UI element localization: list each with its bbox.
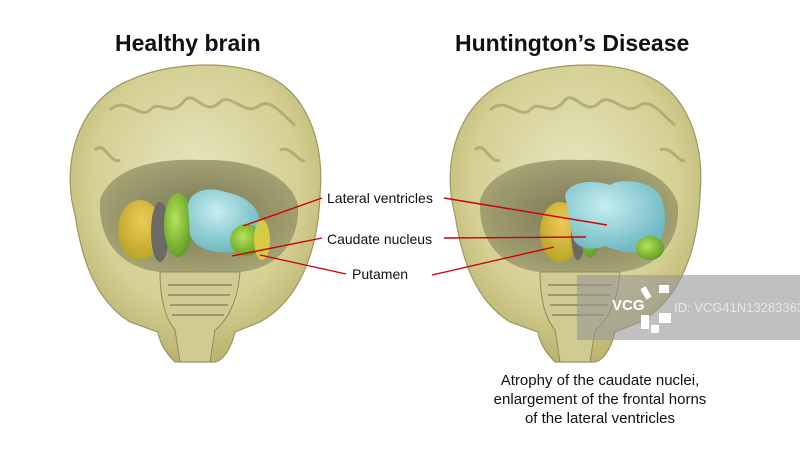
healthy-putamen-right — [254, 220, 270, 260]
huntingtons-caudate-right — [636, 236, 664, 260]
leader-caudate-nucleus-left — [231, 237, 323, 257]
label-lateral-ventricles: Lateral ventricles — [327, 190, 433, 206]
label-putamen: Putamen — [352, 266, 409, 282]
healthy-cerebellum-folds — [168, 284, 232, 316]
huntingtons-brain-sulci — [473, 96, 687, 163]
title-healthy-brain: Healthy brain — [115, 30, 261, 56]
leader-lateral-ventricles-right — [443, 197, 608, 226]
watermark-id: ID: VCG41N1328336343 — [674, 300, 800, 315]
title-huntingtons-disease: Huntington’s Disease — [455, 30, 690, 56]
leader-lines — [231, 197, 608, 276]
leader-putamen-left — [259, 254, 347, 275]
caption: Atrophy of the caudate nuclei, enlargeme… — [455, 371, 745, 428]
watermark: VCG ID: VCG41N1328336343 — [577, 275, 800, 340]
watermark-logo: VCG — [612, 297, 645, 314]
healthy-brain — [69, 64, 322, 363]
leader-lateral-ventricles-left — [242, 197, 323, 227]
caption-line: Atrophy of the caudate nuclei, — [500, 372, 700, 389]
healthy-brain-sulci — [93, 96, 307, 163]
caption-line: enlargement of the frontal horns — [493, 391, 707, 408]
healthy-putamen-left — [118, 200, 162, 260]
caption-line: of the lateral ventricles — [524, 410, 676, 427]
huntingtons-ventricles — [565, 181, 666, 253]
label-caudate-nucleus: Caudate nucleus — [327, 231, 433, 247]
healthy-caudate-right — [230, 224, 262, 256]
leader-putamen-right — [431, 246, 555, 276]
watermark-burst-icon — [640, 285, 671, 333]
leader-caudate-nucleus-right — [443, 236, 587, 239]
healthy-caudate-left — [164, 193, 192, 257]
